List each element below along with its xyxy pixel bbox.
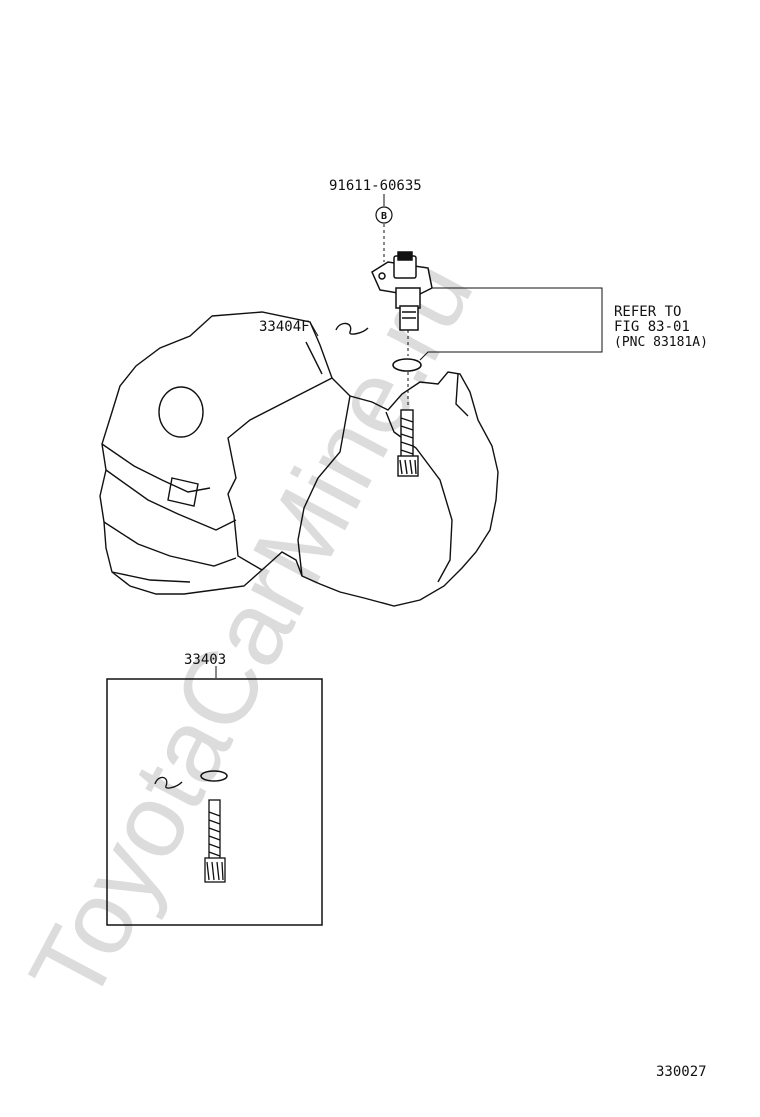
housing-window — [167, 477, 199, 507]
bolt-marker: B — [375, 206, 393, 224]
reference-bracket — [419, 287, 603, 361]
kit-contents — [154, 770, 228, 883]
kit-o-ring — [200, 770, 228, 782]
reference-line1: REFER TO — [614, 304, 681, 320]
watermark: ToyotaCarMine.ru — [8, 242, 496, 1021]
housing-hole — [158, 386, 204, 438]
bolt-part-number: 91611-60635 — [329, 178, 422, 194]
kit-driven-gear — [204, 799, 226, 883]
transmission-housing — [99, 311, 499, 607]
figure-number: 330027 — [656, 1064, 707, 1080]
driven-gear — [397, 409, 419, 477]
clip-leader — [309, 321, 319, 337]
sensor-clip-icon — [335, 322, 369, 335]
speed-sensor — [371, 251, 433, 331]
reference-line2: FIG 83-01 — [614, 319, 690, 335]
kit-clip-icon — [154, 776, 183, 789]
clip-part-number: 33404F — [259, 319, 310, 335]
kit-part-number: 33403 — [184, 652, 226, 668]
bolt-marker-letter: B — [381, 211, 387, 222]
kit-box — [106, 678, 323, 926]
reference-line3: (PNC 83181A) — [614, 335, 708, 350]
o-ring — [392, 358, 422, 372]
